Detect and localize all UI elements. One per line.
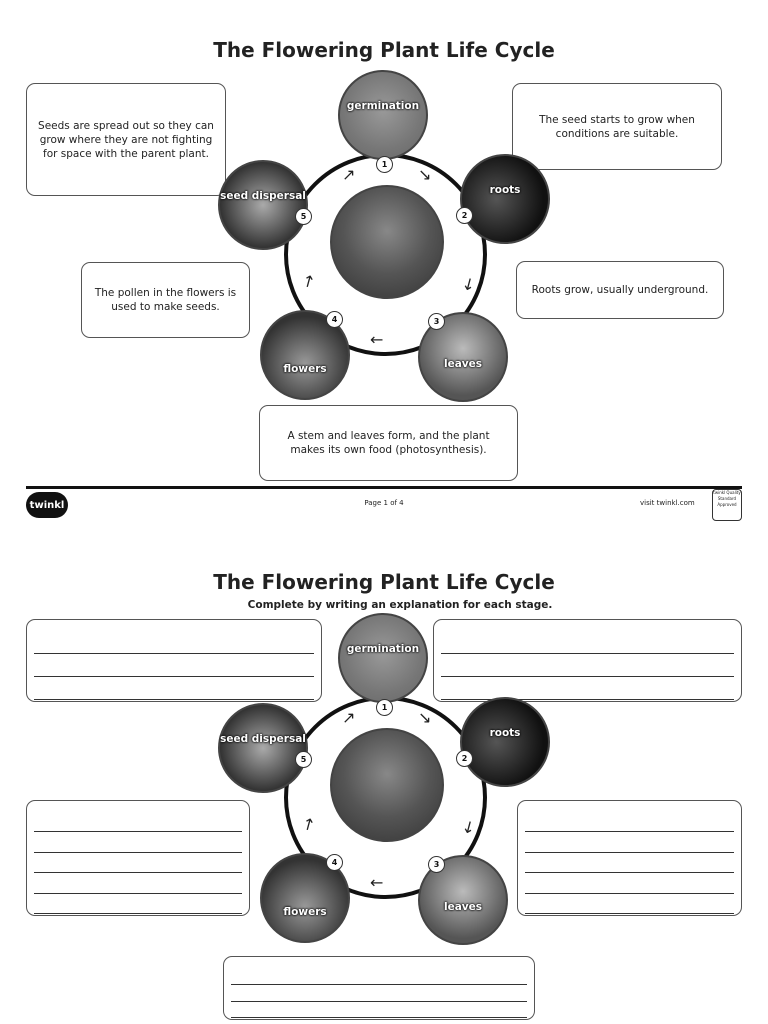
writing-line: [34, 892, 242, 894]
writing-line: [34, 675, 314, 677]
stage-number: 2: [456, 207, 473, 224]
writing-line: [525, 892, 734, 894]
stage-label: germination: [346, 100, 420, 112]
answer-box-roots[interactable]: [517, 800, 742, 916]
stage-label: seed dispersal: [220, 190, 306, 202]
cycle-arrow-icon: ↗: [342, 165, 356, 184]
cycle-arrow-icon: ←: [370, 873, 384, 892]
writing-line: [34, 912, 242, 914]
stage-number: 2: [456, 750, 473, 767]
stage-label: germination: [346, 643, 420, 655]
leaves-box: A stem and leaves form, and the plant ma…: [259, 405, 518, 481]
stage-label: roots: [489, 727, 521, 739]
writing-line: [441, 675, 734, 677]
stage-label: flowers: [283, 363, 327, 375]
stage-number: 1: [376, 699, 393, 716]
answer-box-leaves[interactable]: [223, 956, 535, 1020]
writing-line: [525, 831, 734, 833]
stage-germination-photo: germination: [338, 613, 428, 703]
cycle-arrow-icon: ←: [370, 330, 384, 349]
roots-box: Roots grow, usually underground.: [516, 261, 724, 319]
stage-number: 1: [376, 156, 393, 173]
writing-line: [34, 652, 314, 654]
page1-title: The Flowering Plant Life Cycle: [213, 38, 555, 62]
stage-label: leaves: [443, 358, 483, 370]
cycle-arrow-icon: ↘: [418, 165, 432, 184]
stage-roots-photo: roots: [460, 154, 550, 244]
stage-seed-dispersal-photo: seed dispersal: [218, 160, 308, 250]
cycle-arrow-icon: ↗: [342, 708, 356, 727]
page-number: Page 1 of 4: [364, 499, 404, 507]
stage-label: roots: [489, 184, 521, 196]
stage-roots-photo: roots: [460, 697, 550, 787]
twinkl-logo: twinkl: [26, 492, 68, 518]
page2-title: The Flowering Plant Life Cycle: [213, 570, 555, 594]
answer-box-seed-dispersal[interactable]: [26, 619, 322, 702]
stage-label: seed dispersal: [220, 733, 306, 745]
stage-number: 3: [428, 313, 445, 330]
writing-line: [441, 652, 734, 654]
answer-box-flowers[interactable]: [26, 800, 250, 916]
stage-number: 4: [326, 311, 343, 328]
seed-dispersal-box: Seeds are spread out so they can grow wh…: [26, 83, 226, 196]
answer-box-germination[interactable]: [433, 619, 742, 702]
writing-line: [525, 851, 734, 853]
writing-line: [525, 912, 734, 914]
stage-label: leaves: [443, 901, 483, 913]
writing-line: [231, 984, 527, 985]
stage-number: 5: [295, 208, 312, 225]
visit-link[interactable]: visit twinkl.com: [640, 499, 695, 507]
writing-line: [525, 872, 734, 874]
plant-photo: [330, 728, 444, 842]
writing-line: [34, 851, 242, 853]
stage-germination-photo: germination: [338, 70, 428, 160]
cycle-arrow-icon: ↘: [418, 708, 432, 727]
stage-number: 4: [326, 854, 343, 871]
stage-seed-dispersal-photo: seed dispersal: [218, 703, 308, 793]
quality-badge: twinkl Quality Standard Approved: [712, 489, 742, 521]
writing-line: [34, 698, 314, 700]
writing-line: [231, 1017, 527, 1019]
writing-line: [441, 698, 734, 700]
footer-divider: [26, 486, 742, 489]
stage-number: 5: [295, 751, 312, 768]
writing-line: [231, 1000, 527, 1002]
plant-photo: [330, 185, 444, 299]
writing-line: [34, 872, 242, 874]
stage-label: flowers: [283, 906, 327, 918]
germination-box: The seed starts to grow when conditions …: [512, 83, 722, 170]
page2-subtitle: Complete by writing an explanation for e…: [247, 599, 553, 611]
flowers-box: The pollen in the flowers is used to mak…: [81, 262, 250, 338]
writing-line: [34, 831, 242, 833]
stage-number: 3: [428, 856, 445, 873]
